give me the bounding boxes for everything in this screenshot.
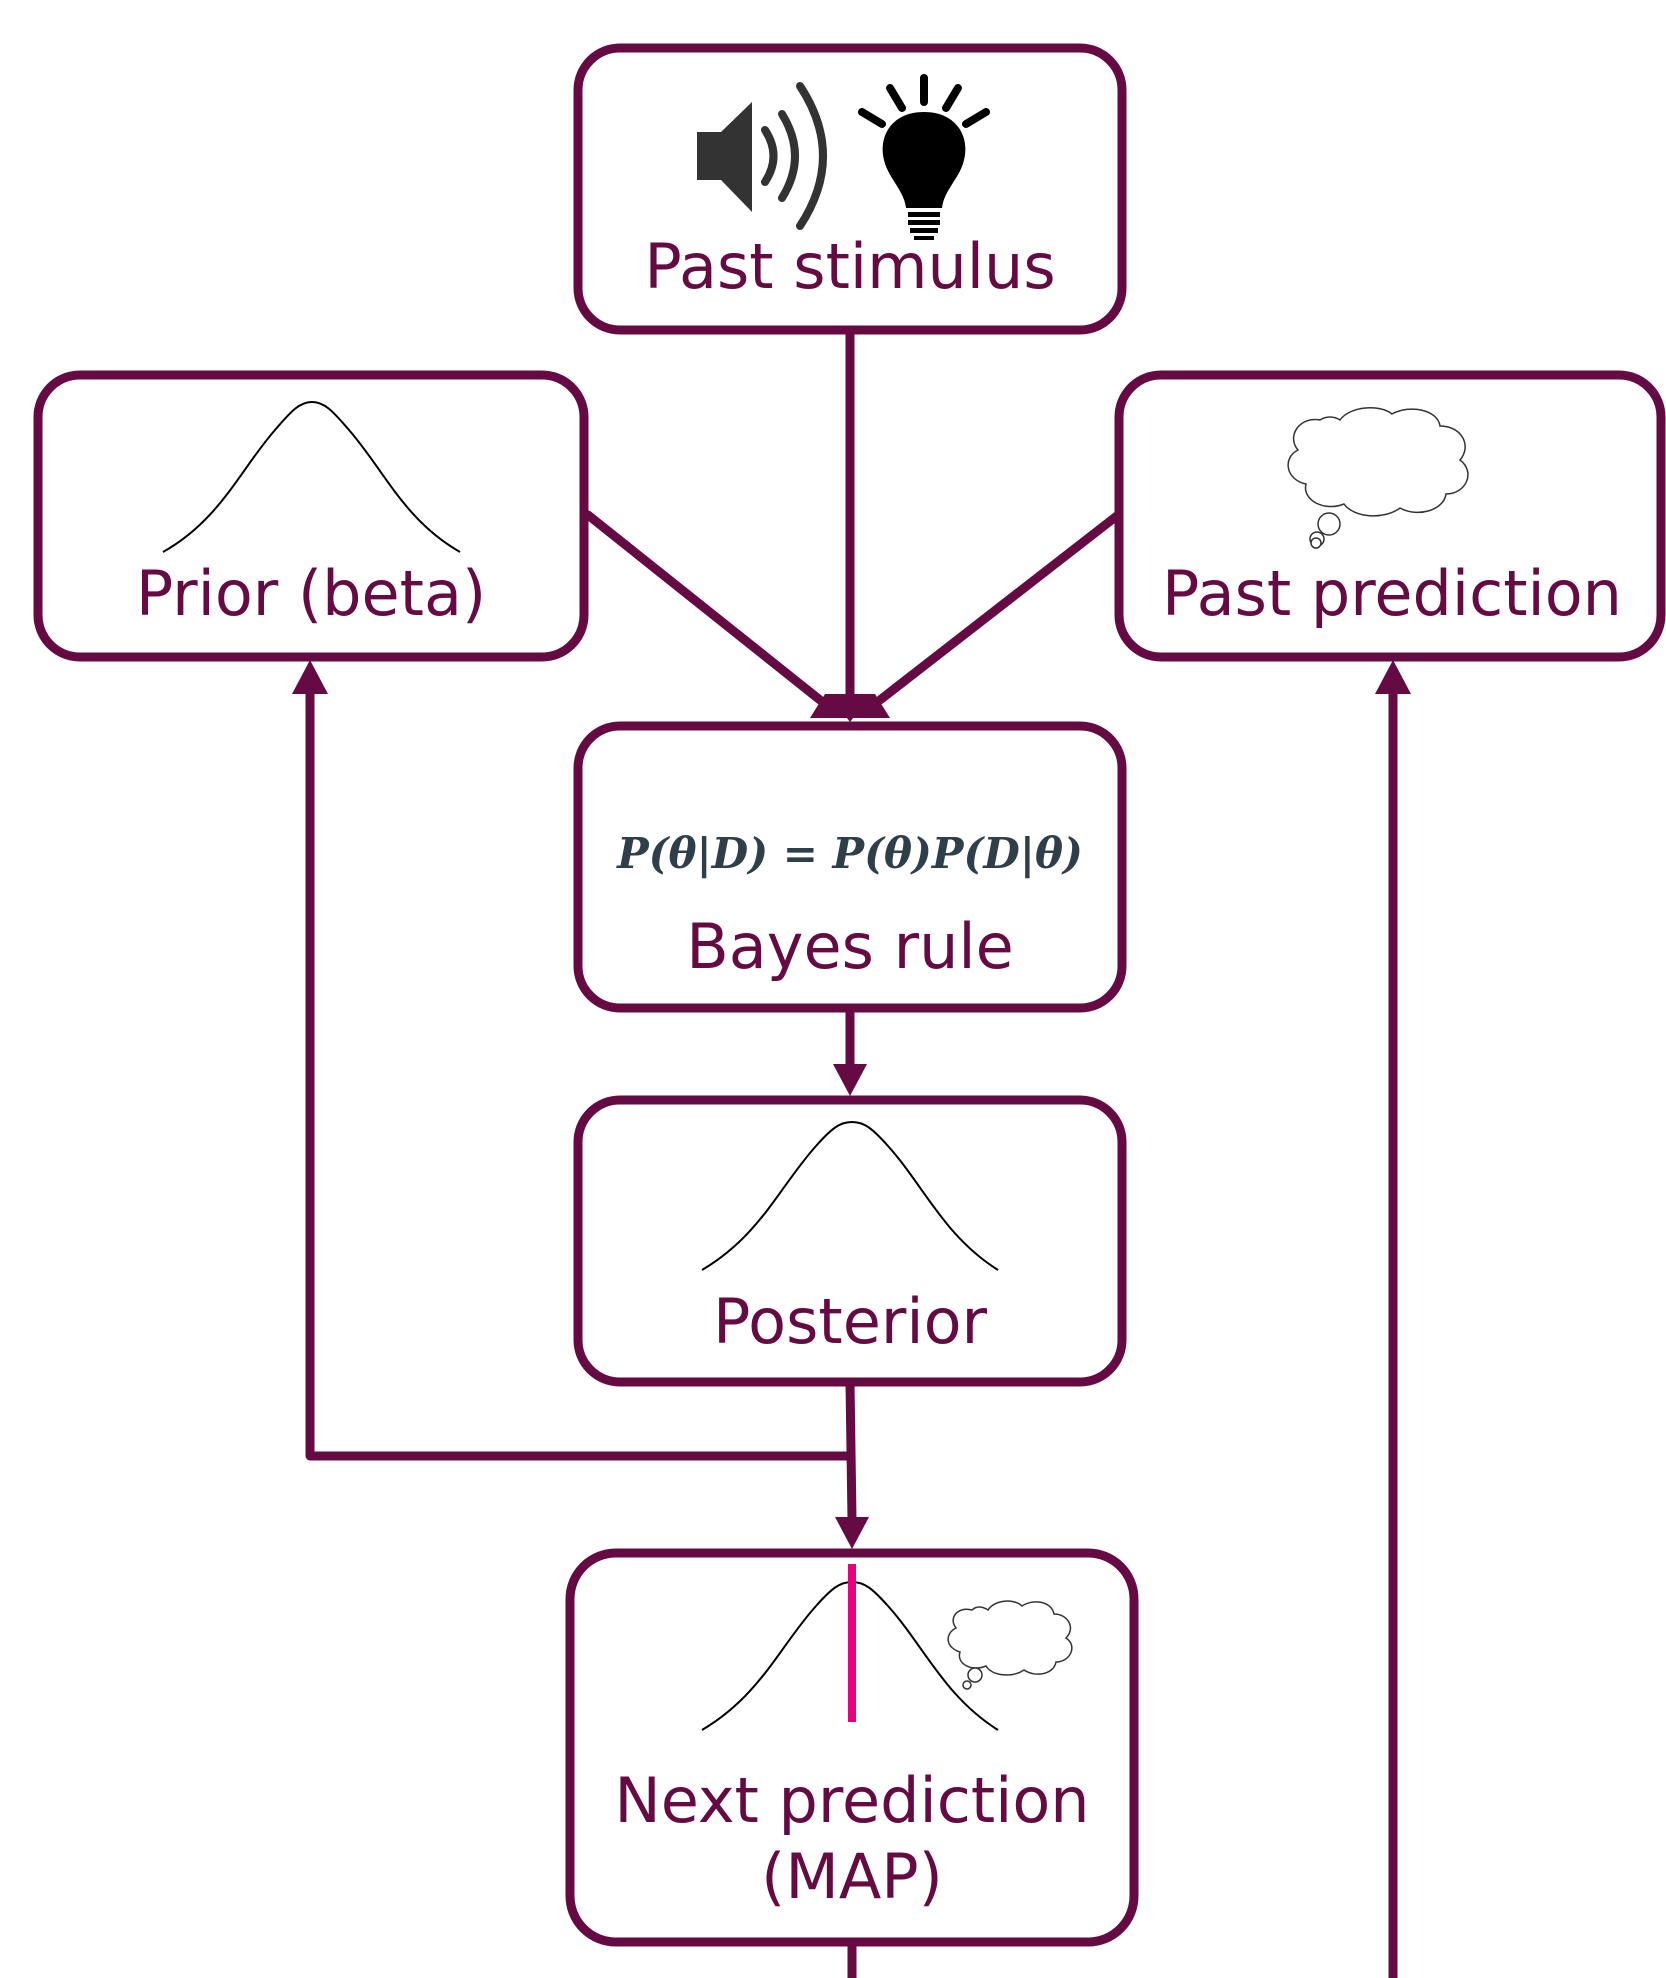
thought-cloud-icon: [947, 1600, 1073, 1690]
connector-posterior-to-prior: [305, 685, 855, 1461]
node-past-prediction: Past prediction: [1114, 370, 1666, 662]
node-bayes: P(θ|D) = P(θ)P(D|θ) Bayes rule: [573, 721, 1127, 1013]
prior-arrowhead: [292, 660, 328, 694]
bayes-box: [573, 721, 1127, 1013]
node-prior: Prior (beta): [33, 370, 589, 662]
posterior-arrowhead: [833, 1064, 867, 1096]
connector-prior-to-bayes: [583, 510, 825, 705]
posterior-box: [573, 1095, 1127, 1387]
past-prediction-label: Past prediction: [1162, 557, 1622, 630]
node-posterior: Posterior: [573, 1095, 1127, 1387]
past-stimulus-box: [573, 43, 1127, 335]
next-prediction-label-line1: Next prediction: [614, 1764, 1089, 1837]
next-prediction-arrowhead: [835, 1517, 869, 1549]
past-prediction-arrowhead: [1375, 660, 1411, 694]
connector-posterior-to-next: [845, 1377, 857, 1525]
node-next-prediction: Next prediction (MAP): [565, 1548, 1139, 1947]
connector-pastpred-to-bayes: [875, 510, 1123, 705]
thought-cloud-icon: [1287, 407, 1469, 549]
speaker-icon: [697, 82, 827, 230]
bayes-input-arrowhead-tip: [830, 696, 870, 722]
prior-label: Prior (beta): [136, 557, 486, 630]
past-stimulus-label: Past stimulus: [644, 230, 1055, 303]
posterior-label: Posterior: [713, 1285, 988, 1358]
bayes-label: Bayes rule: [686, 910, 1014, 983]
prior-box: [33, 370, 589, 662]
past-prediction-box: [1114, 370, 1666, 662]
next-prediction-label-line2: (MAP): [761, 1840, 943, 1913]
lightbulb-icon: [858, 74, 990, 240]
node-past-stimulus: Past stimulus: [573, 43, 1127, 335]
bell-curve-icon: [162, 400, 461, 553]
bell-curve-icon: [701, 1120, 999, 1271]
bayes-formula: P(θ|D) = P(θ)P(D|θ): [616, 829, 1083, 878]
